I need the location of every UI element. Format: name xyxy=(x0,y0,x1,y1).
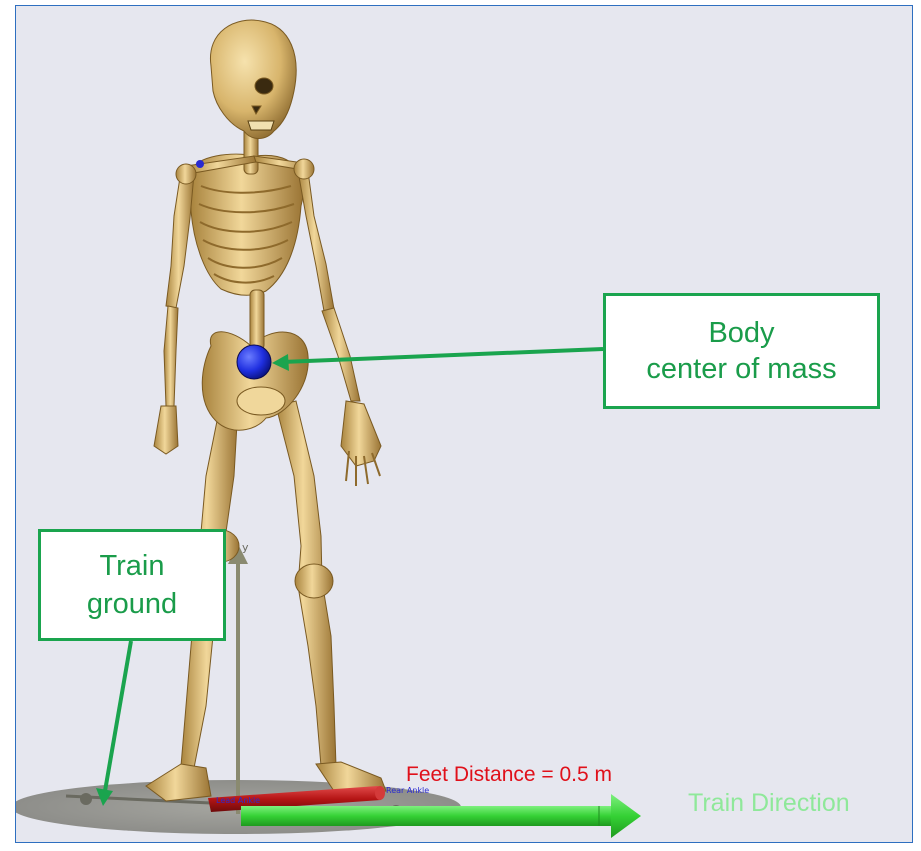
skeleton xyxy=(146,20,386,801)
com-pointer-arrow xyxy=(272,349,603,371)
train-ground-callout: Train ground xyxy=(38,529,226,641)
left-ankle-label: Lead Ankle xyxy=(216,796,260,805)
feet-distance-label: Feet Distance = 0.5 m xyxy=(406,763,612,787)
right-ankle-label: Rear Ankle xyxy=(386,786,429,795)
callout-line: ground xyxy=(87,585,177,623)
callout-line: Body xyxy=(708,315,774,351)
train-direction-label: Train Direction xyxy=(688,789,850,818)
skeleton-scene: Lead Ankle Rear Ankle y xyxy=(16,6,913,843)
center-of-mass-callout: Body center of mass xyxy=(603,293,880,409)
callout-line: center of mass xyxy=(646,351,836,387)
viewport-frame: Lead Ankle Rear Ankle y Feet Distance = … xyxy=(15,5,913,843)
center-of-mass-marker xyxy=(237,345,271,379)
y-axis xyxy=(228,544,248,814)
callout-line: Train xyxy=(100,547,165,585)
ground-pointer-arrow xyxy=(96,641,131,806)
y-axis-label: y xyxy=(242,541,249,554)
